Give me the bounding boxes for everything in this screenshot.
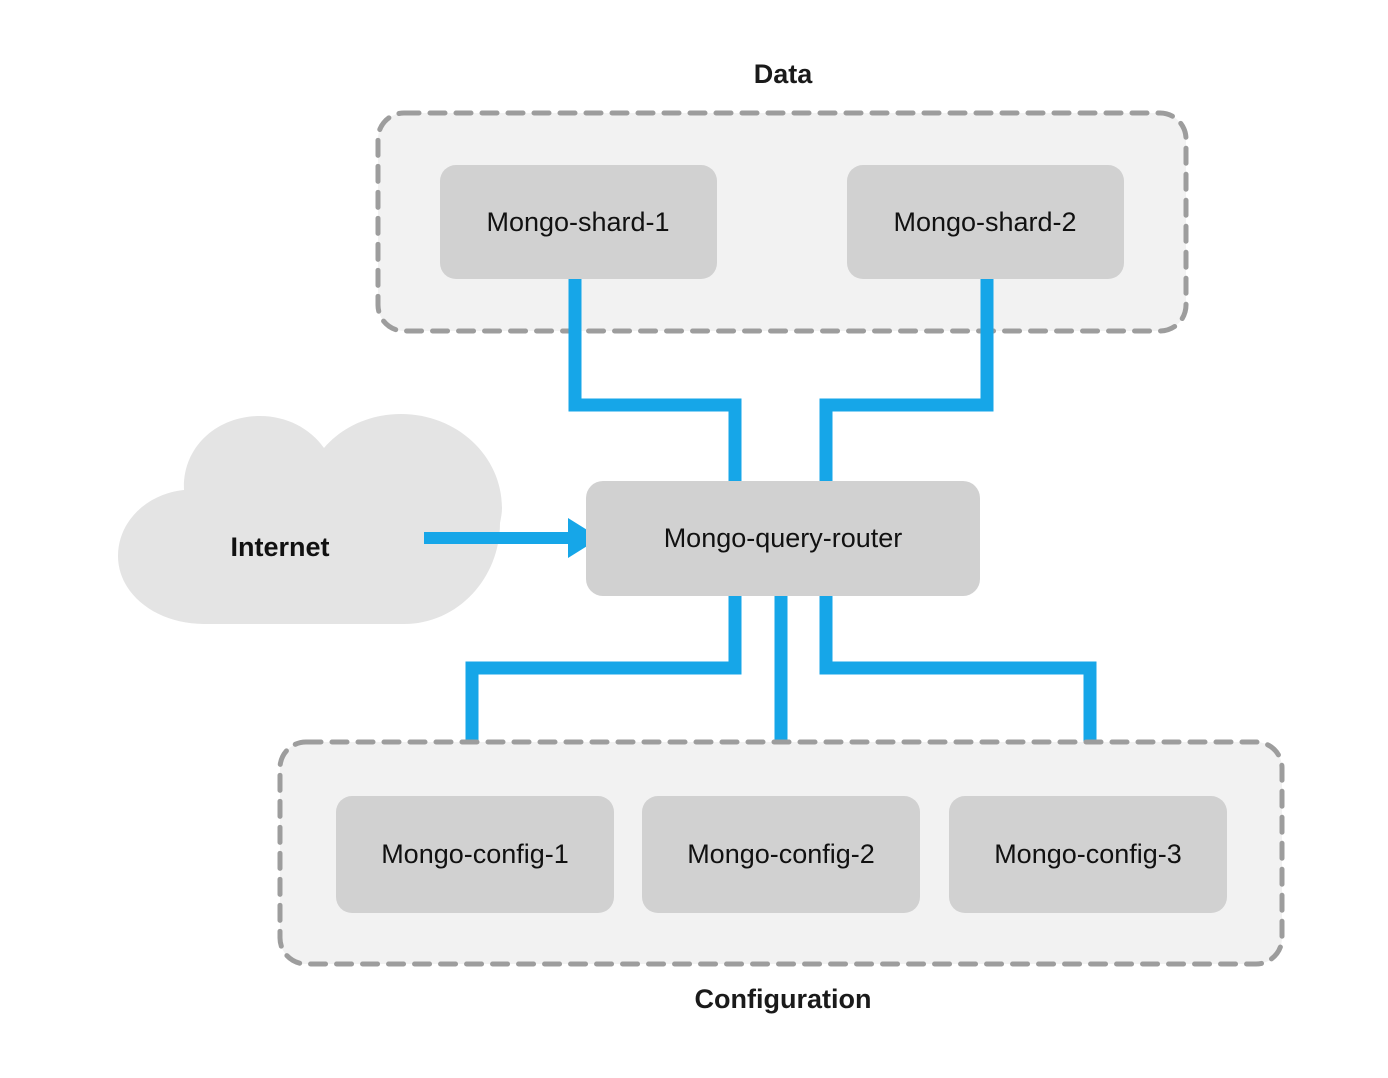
node-mongo-query-router[interactable]: Mongo-query-router <box>586 481 980 596</box>
mongo-config-3-box[interactable] <box>949 796 1227 913</box>
node-mongo-config-3[interactable]: Mongo-config-3 <box>949 796 1227 913</box>
connector-shard2-to-router <box>819 278 994 482</box>
connector-router-to-config1 <box>465 595 742 798</box>
connector-shard1-to-router <box>568 278 742 482</box>
mongo-shard-2-box[interactable] <box>847 165 1124 279</box>
configuration-group-label: Configuration <box>695 984 872 1014</box>
connector-router-to-config3 <box>819 595 1097 798</box>
mongo-query-router-box[interactable] <box>586 481 980 596</box>
mongo-shard-1-label: Mongo-shard-1 <box>486 207 669 237</box>
node-mongo-config-2[interactable]: Mongo-config-2 <box>642 796 920 913</box>
mongo-config-2-box[interactable] <box>642 796 920 913</box>
mongo-shard-2-label: Mongo-shard-2 <box>893 207 1076 237</box>
internet-cloud-shape[interactable] <box>118 414 502 624</box>
mongo-config-2-label: Mongo-config-2 <box>687 839 875 869</box>
data-group-label: Data <box>754 59 814 89</box>
mongo-shard-1-box[interactable] <box>440 165 717 279</box>
node-mongo-shard-2[interactable]: Mongo-shard-2 <box>847 165 1124 279</box>
mongo-config-1-box[interactable] <box>336 796 614 913</box>
node-mongo-config-1[interactable]: Mongo-config-1 <box>336 796 614 913</box>
node-internet[interactable]: Internet <box>118 414 502 624</box>
mongo-config-1-label: Mongo-config-1 <box>381 839 569 869</box>
node-mongo-shard-1[interactable]: Mongo-shard-1 <box>440 165 717 279</box>
data-group-dashed-border <box>375 110 1189 334</box>
mongo-query-router-label: Mongo-query-router <box>664 523 903 553</box>
internet-arrow-head-icon <box>568 518 600 558</box>
connector-internet-to-router <box>424 518 600 558</box>
mongo-config-3-label: Mongo-config-3 <box>994 839 1182 869</box>
internet-label: Internet <box>230 532 329 562</box>
configuration-group-dashed-border <box>277 739 1285 967</box>
